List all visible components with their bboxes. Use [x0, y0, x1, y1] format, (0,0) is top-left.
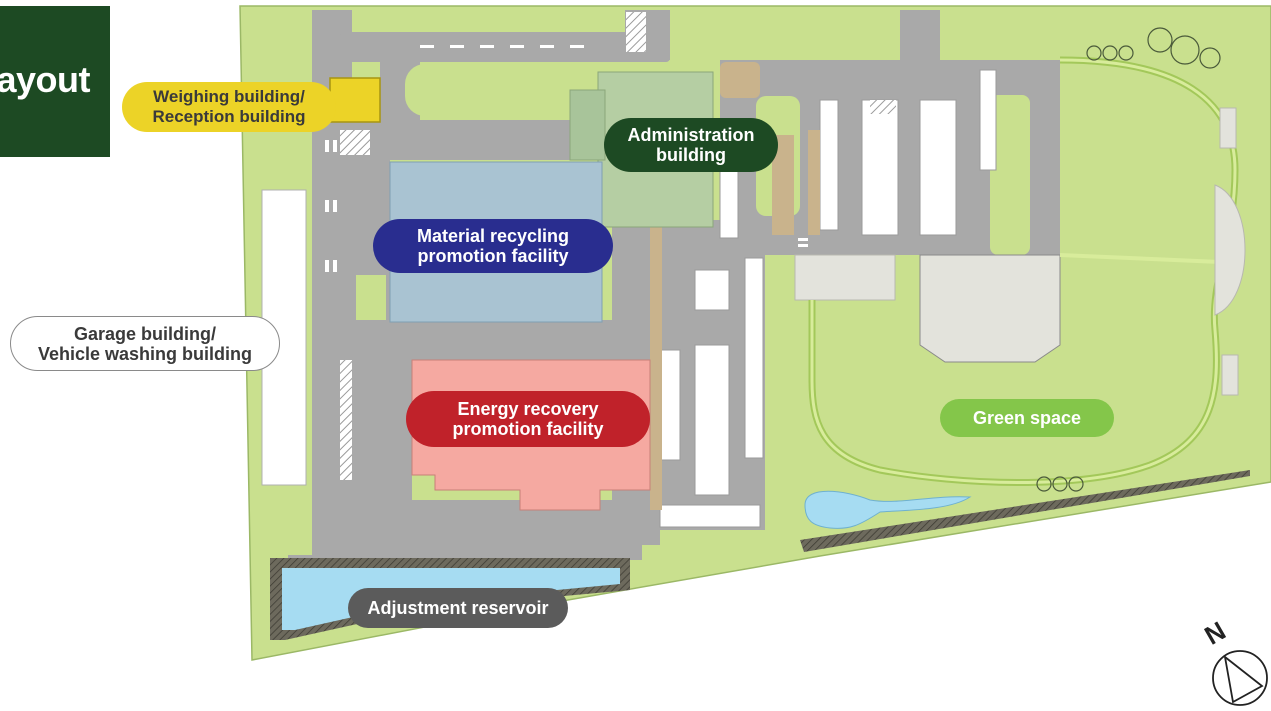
compass-rose	[1212, 650, 1268, 706]
pond	[804, 490, 972, 529]
label-adjustment-reservoir: Adjustment reservoir	[348, 588, 568, 628]
hatched-zone	[340, 130, 370, 155]
hatched-zone	[340, 360, 352, 480]
concrete-pad	[794, 254, 896, 301]
east-pad	[1219, 107, 1237, 149]
east-pad	[1221, 354, 1239, 396]
hatched-zone	[626, 12, 646, 52]
walkways	[650, 62, 820, 510]
crosswalks	[325, 45, 808, 272]
weighing-gate	[329, 77, 381, 123]
page-title: ayout	[0, 59, 91, 100]
parking-areas	[659, 69, 997, 528]
label-weighing-building: Weighing building/Reception building	[122, 82, 336, 132]
east-pad	[1214, 184, 1246, 316]
label-green-space: Green space	[940, 399, 1114, 437]
boardwalk	[800, 470, 1250, 552]
concrete-pad	[919, 254, 1061, 363]
tree-cluster	[1036, 27, 1221, 492]
title-panel: ayout	[0, 6, 110, 157]
hatched-zone	[870, 100, 896, 114]
label-garage-building: Garage building/Vehicle washing building	[10, 316, 280, 371]
